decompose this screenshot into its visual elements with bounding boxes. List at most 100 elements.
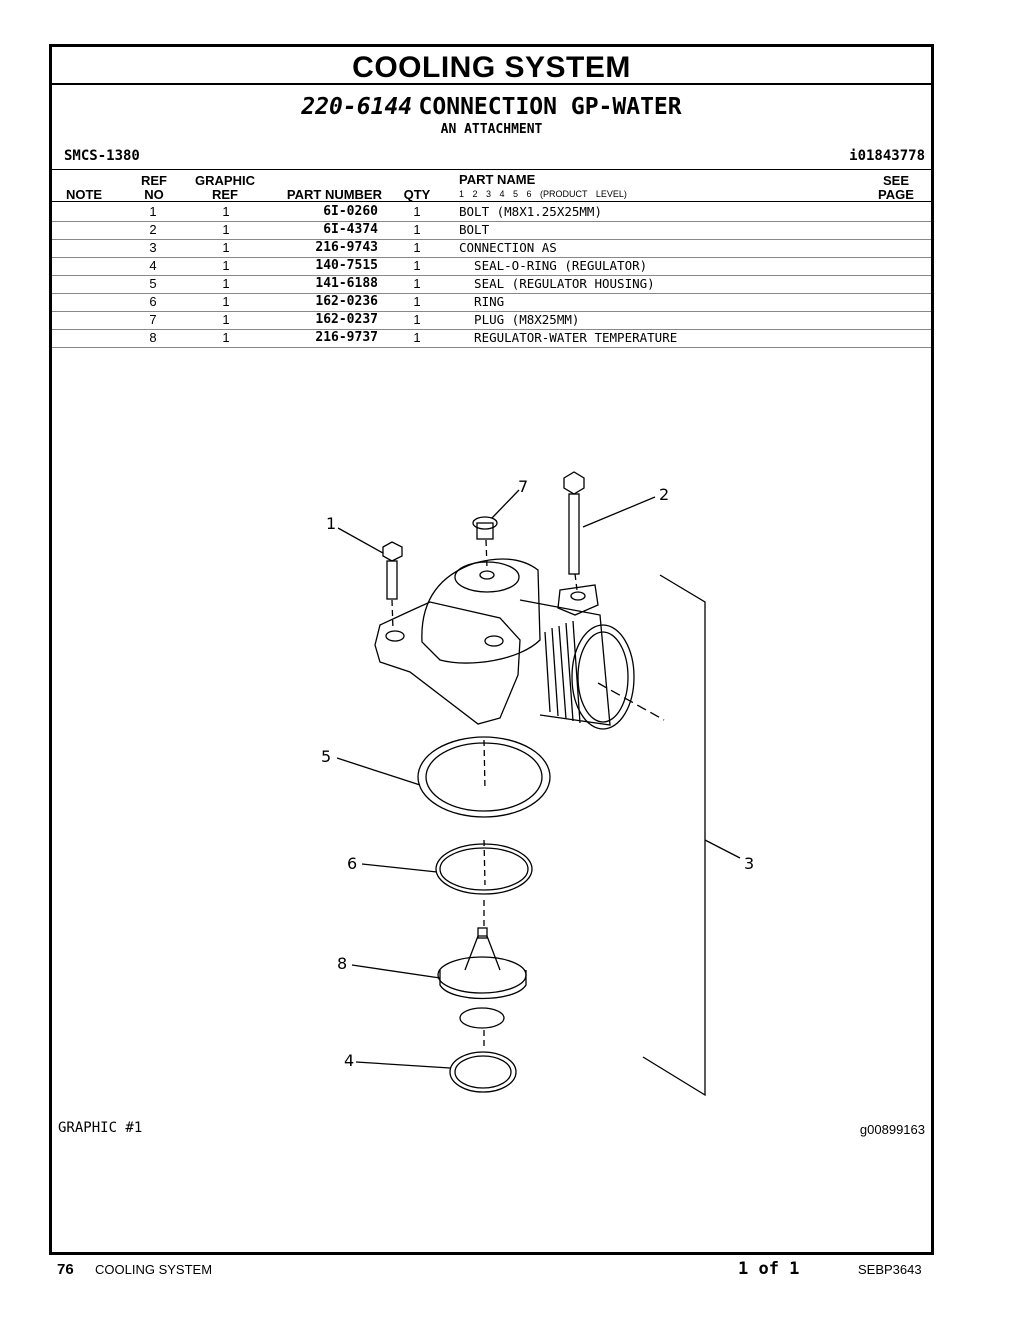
table-row: 7 1 162-0237 1 PLUG (M8X25MM) [52, 311, 931, 330]
part-number: 162-0237 [315, 312, 378, 327]
part-number: 141-6188 [315, 276, 378, 291]
header-part-name: PART NAME [459, 172, 536, 187]
part-name: CONNECTION AS [459, 240, 557, 255]
part-name: REGULATOR-WATER TEMPERATURE [459, 330, 678, 345]
plug-hole [479, 570, 495, 580]
part-name: PLUG (M8X25MM) [459, 312, 580, 327]
seal-housing [417, 736, 551, 818]
table-row: 3 1 216-9743 1 CONNECTION AS [52, 239, 931, 258]
plug-7 [472, 516, 498, 530]
flange-hole-left [385, 630, 405, 642]
bolt-2-shank [568, 493, 580, 575]
graphic-ref: 1 [222, 240, 230, 255]
table-row: 8 1 216-9737 1 REGULATOR-WATER TEMPERATU… [52, 329, 931, 348]
outlet-tube [519, 599, 611, 726]
section-title: COOLING SYSTEM [352, 51, 631, 84]
table-row: 1 1 6I-0260 1 BOLT (M8X1.25X25MM) [52, 203, 931, 222]
table-row: 2 1 6I-4374 1 BOLT [52, 221, 931, 240]
bolt-2-head [563, 471, 585, 495]
housing-dome [421, 558, 541, 664]
ref-no: 7 [149, 312, 157, 327]
group-name: CONNECTION GP-WATER [418, 94, 682, 120]
ref-no: 3 [149, 240, 157, 255]
group-number: 220-6144 [301, 94, 413, 120]
graphic-label: GRAPHIC #1 [58, 1120, 143, 1136]
doc-number: SEBP3643 [858, 1262, 922, 1277]
qty: 1 [413, 204, 421, 219]
illustration-id: i01843778 [849, 148, 925, 164]
qty: 1 [413, 330, 421, 345]
part-number: 6I-0260 [323, 204, 378, 219]
part-number: 140-7515 [315, 258, 378, 273]
callout-8: 8 [337, 954, 347, 973]
callout-7: 7 [518, 477, 528, 496]
dome-top [454, 561, 520, 593]
table-row: 5 1 141-6188 1 SEAL (REGULATOR HOUSING) [52, 275, 931, 294]
housing-flange [374, 601, 521, 725]
callout-5: 5 [321, 747, 331, 766]
qty: 1 [413, 222, 421, 237]
part-number: 216-9737 [315, 330, 378, 345]
qty: 1 [413, 240, 421, 255]
graphic-ref: 1 [222, 276, 230, 291]
attachment-label: AN ATTACHMENT [440, 122, 543, 137]
ref-no: 2 [149, 222, 157, 237]
qty: 1 [413, 258, 421, 273]
group-heading: 220-6144 CONNECTION GP-WATER [52, 92, 931, 121]
header-graphic-line2: REF [212, 187, 238, 202]
bolt-1-head [382, 541, 403, 562]
rear-boss [557, 584, 599, 616]
graphic-id: g00899163 [859, 1122, 925, 1137]
header-see-line1: SEE [882, 173, 909, 188]
header-note: NOTE [65, 187, 103, 202]
ref-no: 1 [149, 204, 157, 219]
callout-3: 3 [744, 854, 754, 873]
page-of: 1 of 1 [738, 1259, 800, 1279]
smcs-code: SMCS-1380 [64, 148, 140, 164]
assembly-bracket [642, 574, 706, 1097]
title-divider [52, 83, 931, 85]
o-ring-regulator [449, 1051, 517, 1093]
smcs-divider [52, 169, 931, 170]
ref-no: 5 [149, 276, 157, 291]
header-ref-line2: NO [144, 187, 164, 202]
part-name: BOLT [459, 222, 490, 237]
header-ref-line1: REF [141, 173, 167, 188]
table-row: 6 1 162-0236 1 RING [52, 293, 931, 312]
regulator-body [439, 970, 527, 1000]
graphic-ref: 1 [222, 222, 230, 237]
bolt-1-shank [386, 560, 398, 600]
part-name: RING [459, 294, 505, 309]
qty: 1 [413, 312, 421, 327]
callout-4: 4 [344, 1051, 354, 1070]
ref-no: 6 [149, 294, 157, 309]
header-graphic-line1: GRAPHIC [195, 173, 255, 188]
callout-2: 2 [659, 485, 669, 504]
page-frame: COOLING SYSTEM 220-6144 CONNECTION GP-WA… [49, 44, 934, 1255]
part-name: SEAL (REGULATOR HOUSING) [459, 276, 655, 291]
qty: 1 [413, 276, 421, 291]
rear-boss-hole [570, 591, 586, 601]
graphic-ref: 1 [222, 312, 230, 327]
graphic-ref: 1 [222, 204, 230, 219]
part-number: 216-9743 [315, 240, 378, 255]
flange-hole-right [484, 635, 504, 647]
header-divider [52, 201, 931, 202]
table-row: 4 1 140-7515 1 SEAL-O-RING (REGULATOR) [52, 257, 931, 276]
header-part-number: PART NUMBER [286, 187, 382, 202]
ref-no: 8 [149, 330, 157, 345]
ref-no: 4 [149, 258, 157, 273]
header-product-level: 1 2 3 4 5 6 (PRODUCT LEVEL) [459, 189, 627, 199]
header-qty: QTY [403, 187, 431, 202]
footer-section: COOLING SYSTEM [95, 1262, 213, 1277]
callout-1: 1 [326, 514, 336, 533]
part-name: BOLT (M8X1.25X25MM) [459, 204, 602, 219]
part-name: SEAL-O-RING (REGULATOR) [459, 258, 648, 273]
graphic-ref: 1 [222, 330, 230, 345]
graphic-ref: 1 [222, 294, 230, 309]
graphic-ref: 1 [222, 258, 230, 273]
part-number: 162-0236 [315, 294, 378, 309]
callout-6: 6 [347, 854, 357, 873]
qty: 1 [413, 294, 421, 309]
